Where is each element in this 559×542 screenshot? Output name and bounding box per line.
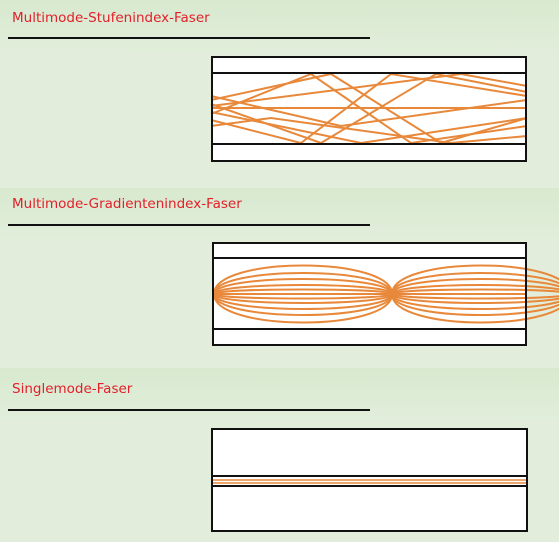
step-index-fiber-diagram (210, 56, 528, 162)
fiber-outline (212, 242, 527, 346)
section-divider (8, 224, 370, 226)
section-divider (8, 409, 370, 411)
light-rays (211, 479, 528, 484)
section-single-mode: Singlemode-Faser (0, 368, 559, 542)
section-divider (8, 37, 370, 39)
section-title-step-index: Multimode-Stufenindex-Faser (12, 10, 210, 26)
section-title-graded-index: Multimode-Gradientenindex-Faser (12, 196, 242, 212)
section-title-single-mode: Singlemode-Faser (12, 381, 133, 397)
fiber-outline (211, 56, 527, 162)
light-rays (212, 264, 559, 324)
fiber-outline (211, 428, 528, 532)
light-rays (210, 72, 528, 145)
section-graded-index: Multimode-Gradientenindex-Faser (0, 188, 559, 364)
graded-index-fiber-diagram (212, 242, 559, 346)
single-mode-fiber-diagram (211, 428, 528, 532)
section-step-index: Multimode-Stufenindex-Faser (0, 0, 559, 185)
